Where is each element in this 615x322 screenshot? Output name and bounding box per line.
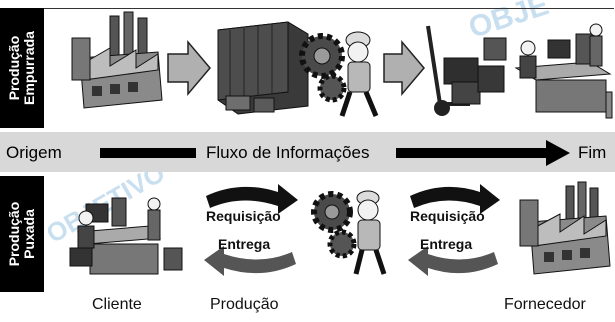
office-desk-icon <box>514 23 613 119</box>
left-request-label: Requisição <box>206 208 281 224</box>
flow-arrow-shaft-left <box>100 148 196 158</box>
origin-label: Origem <box>6 143 62 162</box>
worker-icon <box>353 190 387 275</box>
left-delivery-label: Entrega <box>218 236 271 252</box>
right-delivery-arrow <box>408 246 498 276</box>
top-illustrations <box>71 11 613 119</box>
factory-icon <box>71 11 163 109</box>
gear-icon <box>299 33 347 103</box>
flow-arrow-head <box>546 140 570 166</box>
pull-production-label-box: Produção Puxada <box>0 176 44 292</box>
push-production-label: Produção Empurrada <box>6 8 37 128</box>
gear-icon <box>311 191 357 259</box>
worker-icon <box>339 31 379 117</box>
push-label-line2: Empurrada <box>21 31 37 105</box>
office-desk-icon <box>69 197 183 275</box>
client-caption: Cliente <box>92 296 142 313</box>
end-label: Fim <box>578 143 607 162</box>
right-request-label: Requisição <box>410 208 485 224</box>
gray-arrow-icon <box>167 39 211 97</box>
flow-arrow-shaft-right <box>396 148 548 158</box>
top-section-frame <box>44 8 614 129</box>
information-flow-label: Fluxo de Informações <box>206 143 370 162</box>
factory-icon <box>519 181 611 275</box>
pull-label-line2: Puxada <box>21 209 37 259</box>
hand-truck-icon <box>426 25 507 116</box>
left-delivery-arrow <box>204 246 296 276</box>
supplier-caption: Fornecedor <box>504 296 586 313</box>
push-label-line1: Produção <box>6 35 22 101</box>
right-delivery-label: Entrega <box>420 236 473 252</box>
production-caption: Produção <box>210 296 279 313</box>
pull-label-line1: Produção <box>6 201 22 267</box>
bottom-illustrations <box>69 181 611 276</box>
right-request-arrow <box>410 184 500 214</box>
gray-arrow-icon <box>383 39 425 97</box>
pull-production-label: Produção Puxada <box>6 174 37 294</box>
container-icon <box>217 21 309 115</box>
push-production-label-box: Produção Empurrada <box>0 8 44 128</box>
left-request-arrow <box>206 184 298 214</box>
